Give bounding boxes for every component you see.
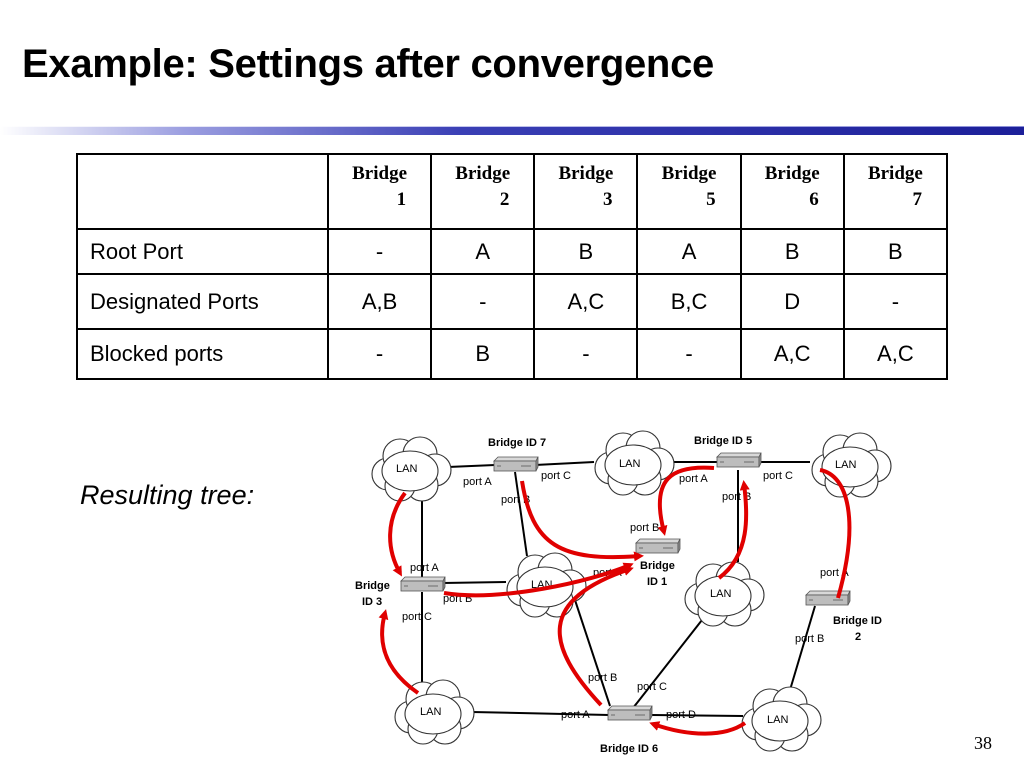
lan-label: LAN bbox=[619, 458, 640, 470]
table-cell: A,C bbox=[842, 328, 949, 380]
bridge-1-switch bbox=[635, 538, 681, 554]
tree-arrow-lan-to-bridge3-lower bbox=[378, 609, 420, 695]
table-cell: B,C bbox=[636, 273, 742, 330]
spanning-tree-paths bbox=[378, 465, 852, 736]
bridge-1-label-line2: ID 1 bbox=[647, 576, 667, 588]
table-cell: - bbox=[533, 328, 639, 380]
table-cell: - bbox=[326, 228, 433, 275]
tree-arrow-bridge3-to-bridge1 bbox=[443, 562, 634, 598]
port-label: port C bbox=[402, 611, 432, 623]
table-cell: - bbox=[636, 328, 742, 380]
slide-title: Example: Settings after convergence bbox=[22, 42, 714, 86]
lan-label: LAN bbox=[767, 714, 788, 726]
bridge-5-label: Bridge ID 5 bbox=[694, 435, 752, 447]
tree-arrow-bridge7-to-bridge1 bbox=[520, 480, 644, 562]
table-cell: B bbox=[739, 228, 845, 275]
port-label: port B bbox=[501, 494, 530, 506]
port-label: port C bbox=[541, 470, 571, 482]
port-label: port B bbox=[588, 672, 617, 684]
table-row-blocked-ports: Blocked ports - B - - A,C A,C bbox=[76, 328, 949, 380]
port-label: port B bbox=[795, 633, 824, 645]
port-label: port A bbox=[463, 476, 492, 488]
row-label: Root Port bbox=[76, 228, 329, 275]
title-underline-highlight bbox=[0, 126, 1024, 127]
page-number: 38 bbox=[974, 733, 992, 753]
bridge-2-switch bbox=[805, 590, 851, 606]
bridge-3-label-line2: ID 3 bbox=[362, 596, 382, 608]
table-cell: - bbox=[326, 328, 433, 380]
bridge-7-label: Bridge ID 7 bbox=[488, 437, 546, 449]
tree-arrow-lan-to-bridge6 bbox=[649, 721, 747, 736]
bridge-2-label-line1: Bridge ID bbox=[833, 615, 882, 627]
row-label: Designated Ports bbox=[76, 273, 329, 330]
table-corner-cell bbox=[76, 153, 329, 230]
table-row-designated-ports: Designated Ports A,B - A,C B,C D - bbox=[76, 273, 949, 330]
lan-label: LAN bbox=[396, 463, 417, 475]
table-cell: A,C bbox=[533, 273, 639, 330]
bridge-1-label-line1: Bridge bbox=[640, 560, 675, 572]
port-label: port A bbox=[679, 473, 708, 485]
table-cell: B bbox=[842, 228, 949, 275]
lan-label: LAN bbox=[420, 706, 441, 718]
port-label: port C bbox=[763, 470, 793, 482]
table-cell: A bbox=[430, 228, 536, 275]
table-cell: B bbox=[430, 328, 536, 380]
port-label: port A bbox=[561, 709, 590, 721]
bridge-3-label-line1: Bridge bbox=[355, 580, 390, 592]
title-underline bbox=[0, 127, 1024, 135]
table-cell: A bbox=[636, 228, 742, 275]
table-cell: A,B bbox=[326, 273, 433, 330]
bridge-6-switch bbox=[607, 705, 653, 721]
bridge-2-label-line2: 2 bbox=[855, 631, 861, 643]
table-cell: B bbox=[533, 228, 639, 275]
resulting-tree-label: Resulting tree: bbox=[80, 480, 255, 510]
bridge-3-switch bbox=[400, 576, 446, 592]
table-cell: A,C bbox=[739, 328, 845, 380]
port-label: port A bbox=[410, 562, 439, 574]
bridge-5-switch bbox=[716, 452, 762, 468]
network-links bbox=[421, 461, 816, 717]
port-label: port D bbox=[666, 709, 696, 721]
tree-path-lan-to-bridge2 bbox=[819, 468, 852, 599]
tree-arrow-lan-to-bridge5 bbox=[717, 480, 750, 580]
table-cell: D bbox=[739, 273, 845, 330]
tree-arrow-bridge6-to-bridge1 bbox=[557, 566, 634, 707]
lan-label: LAN bbox=[835, 459, 856, 471]
lan-label: LAN bbox=[710, 588, 731, 600]
bridge-6-label: Bridge ID 6 bbox=[600, 743, 658, 755]
port-label: port B bbox=[630, 522, 659, 534]
table-cell: - bbox=[430, 273, 536, 330]
table-cell: - bbox=[842, 273, 949, 330]
tree-arrow-bridge5-to-bridge1 bbox=[657, 465, 715, 536]
tree-arrow-lan-to-bridge3 bbox=[388, 491, 407, 577]
bridge-7-switch bbox=[493, 456, 539, 472]
port-label: port C bbox=[637, 681, 667, 693]
row-label: Blocked ports bbox=[76, 328, 329, 380]
table-row-root-port: Root Port - A B A B B bbox=[76, 228, 949, 275]
